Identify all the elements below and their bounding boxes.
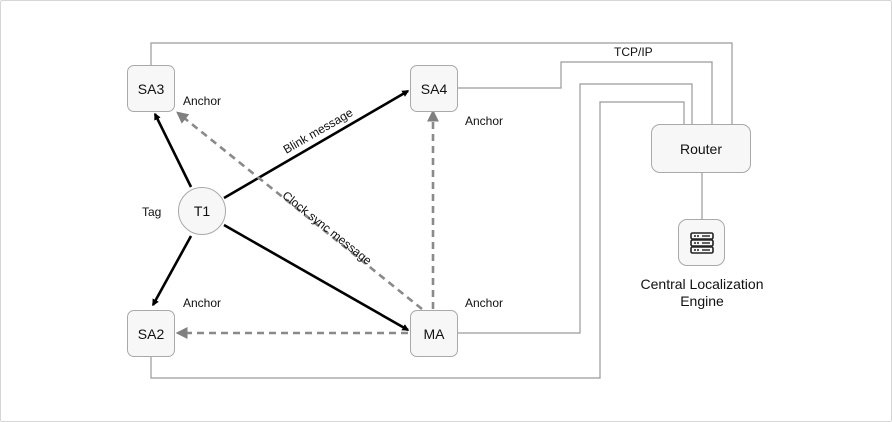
blink-arrow-t1-sa4 [223,89,410,200]
node-sa4: SA4 [410,65,458,112]
label-anchor-ma: Anchor [465,296,504,310]
label-anchor-sa2: Anchor [183,296,222,310]
blink-arrow-t1-ma [223,223,410,332]
node-sa3: SA3 [127,65,175,112]
node-t1: T1 [178,187,226,235]
cle-label-line2: Engine [680,293,724,309]
label-central-localization-engine: Central Localization Engine [626,276,778,310]
network-line-sa3-router [150,42,733,124]
node-router: Router [651,124,751,173]
node-ma: MA [410,310,458,357]
label-tag: Tag [142,205,162,219]
network-line-sa2-router [150,101,685,379]
network-line-ma-router [458,83,693,334]
cle-label-line1: Central Localization [640,276,764,292]
blink-arrow-t1-sa3 [153,112,193,188]
node-sa2: SA2 [127,310,175,357]
blink-arrow-t1-sa2 [151,235,193,307]
server-icon [689,231,714,254]
network-line-sa4-router [458,61,713,124]
label-tcp-ip: TCP/IP [614,45,653,59]
sync-arrow-ma-sa3 [176,111,423,311]
central-localization-engine-box [678,219,725,266]
label-anchor-sa4: Anchor [465,114,504,128]
label-anchor-sa3: Anchor [183,94,222,108]
